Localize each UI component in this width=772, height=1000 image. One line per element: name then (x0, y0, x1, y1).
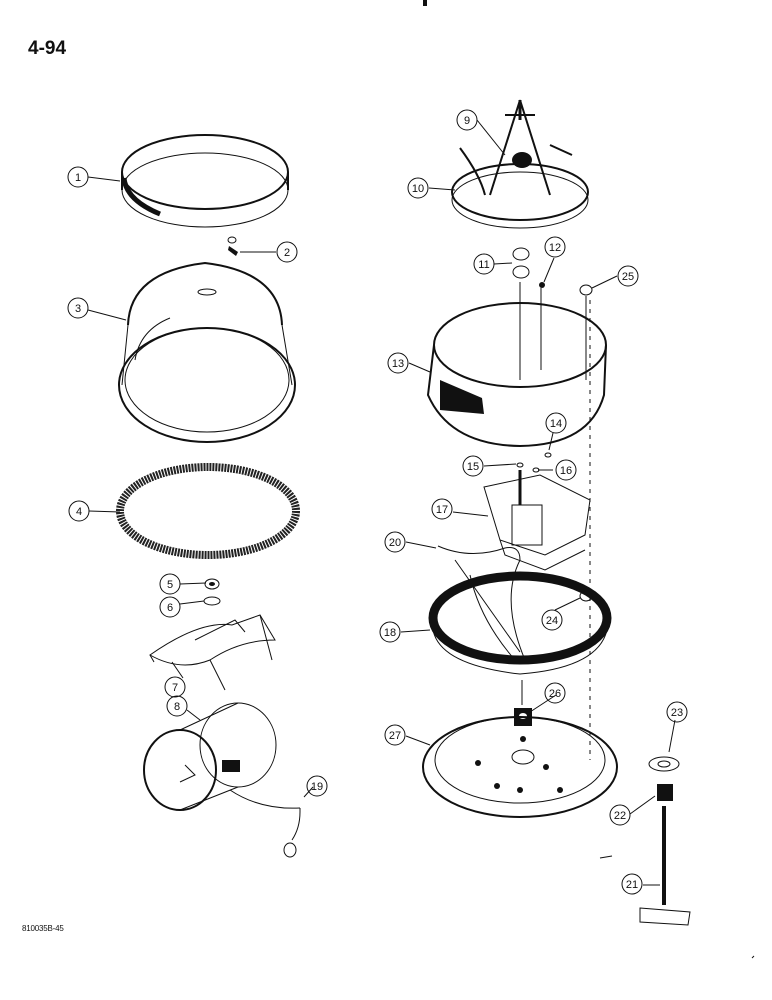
callout-23: 23 (666, 701, 688, 723)
callout-9: 9 (456, 109, 478, 131)
part-washer (648, 756, 680, 772)
part-wire-lead (229, 789, 301, 858)
callout-label-23: 23 (671, 707, 683, 719)
callout-label-2: 2 (284, 247, 290, 259)
part-nuts (512, 247, 530, 279)
part-screws (516, 452, 552, 505)
callout-7: 7 (164, 676, 186, 698)
callout-19: 19 (306, 775, 328, 797)
callout-label-26: 26 (549, 688, 561, 700)
callout-1: 1 (67, 166, 89, 188)
callout-label-8: 8 (174, 701, 180, 713)
callout-10: 10 (407, 177, 429, 199)
callout-18: 18 (379, 621, 401, 643)
callout-label-17: 17 (436, 504, 448, 516)
part-gasket (116, 463, 300, 559)
callout-label-25: 25 (622, 271, 634, 283)
part-nut (579, 590, 593, 602)
part-grommet (514, 680, 532, 726)
callout-2: 2 (276, 241, 298, 263)
callout-8: 8 (166, 695, 188, 717)
page-number: 4-94 (28, 38, 67, 59)
part-base-plate (422, 716, 618, 818)
callout-5: 5 (159, 573, 181, 595)
callout-25: 25 (617, 265, 639, 287)
callout-24: 24 (541, 609, 563, 631)
callout-14: 14 (545, 412, 567, 434)
callout-label-3: 3 (75, 303, 81, 315)
part-screw (227, 236, 238, 256)
part-reflector-bracket (149, 614, 276, 691)
part-mounting-plate (483, 474, 591, 571)
callout-4: 4 (68, 500, 90, 522)
callout-label-24: 24 (546, 615, 558, 627)
callout-20: 20 (384, 531, 406, 553)
callout-27: 27 (384, 724, 406, 746)
leader-lines (87, 119, 676, 886)
callout-label-12: 12 (549, 242, 561, 254)
callout-label-13: 13 (392, 358, 404, 370)
part-nut-and-washer (203, 578, 221, 606)
callout-label-14: 14 (550, 418, 562, 430)
callout-label-9: 9 (464, 115, 470, 127)
part-base-housing (426, 282, 607, 448)
callout-16: 16 (555, 459, 577, 481)
callout-11: 11 (473, 253, 495, 275)
callout-label-19: 19 (311, 781, 323, 793)
callout-13: 13 (387, 352, 409, 374)
callout-label-5: 5 (167, 579, 173, 591)
part-retaining-ring (121, 134, 289, 228)
callout-label-7: 7 (172, 682, 178, 694)
part-reflector-ring (428, 571, 612, 675)
part-cap-nut (579, 284, 593, 296)
callout-label-10: 10 (412, 183, 424, 195)
callout-label-27: 27 (389, 730, 401, 742)
callout-label-20: 20 (389, 537, 401, 549)
callout-label-6: 6 (167, 602, 173, 614)
callout-6: 6 (159, 596, 181, 618)
figure-code: 810035B-45 (22, 924, 64, 933)
callout-17: 17 (431, 498, 453, 520)
callout-label-1: 1 (75, 172, 81, 184)
callout-26: 26 (544, 682, 566, 704)
callout-12: 12 (544, 236, 566, 258)
callout-15: 15 (462, 455, 484, 477)
part-pin (539, 282, 545, 288)
callout-label-15: 15 (467, 461, 479, 473)
callout-3: 3 (67, 297, 89, 319)
callout-22: 22 (609, 804, 631, 826)
part-motor-plate (451, 99, 589, 229)
callout-label-16: 16 (560, 465, 572, 477)
scan-mark (751, 955, 755, 959)
callout-label-11: 11 (478, 259, 489, 271)
callout-label-21: 21 (626, 879, 638, 891)
part-t-bolt (599, 806, 691, 926)
callout-21: 21 (621, 873, 643, 895)
part-lamp-assembly (143, 702, 277, 811)
part-lens-dome (118, 261, 296, 443)
callout-label-22: 22 (614, 810, 626, 822)
part-spring (657, 784, 673, 801)
page-mark (423, 0, 427, 6)
callout-label-4: 4 (76, 506, 82, 518)
callout-label-18: 18 (384, 627, 396, 639)
